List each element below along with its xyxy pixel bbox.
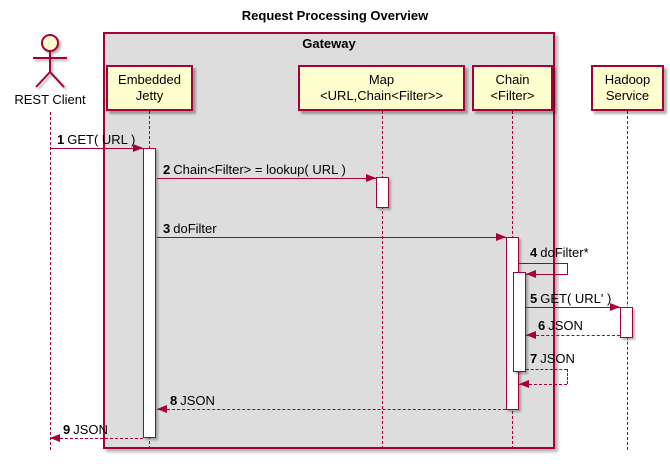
activation-map: [376, 177, 389, 208]
participant-chain: Chain <Filter>: [472, 65, 553, 111]
page-title: Request Processing Overview: [241, 8, 429, 23]
arrowhead-right-icon: [366, 174, 376, 182]
participant-label: Hadoop: [604, 72, 651, 87]
message-2-line: [157, 178, 376, 179]
arrowhead-left-icon: [50, 434, 60, 442]
lifeline-hadoop-service: [627, 111, 628, 450]
arrowhead-right-icon: [496, 233, 506, 241]
participant-label: <URL,Chain<Filter>>: [320, 88, 443, 103]
message-1-line: [50, 148, 143, 149]
message-5-line: [526, 307, 620, 308]
message-4-line-out: [519, 263, 567, 264]
lifeline-rest-client: [50, 112, 51, 450]
activation-chain-nested: [513, 272, 526, 372]
message-3-line: [157, 237, 506, 238]
participant-map: Map <URL,Chain<Filter>>: [298, 65, 465, 111]
arrowhead-right-icon: [133, 144, 143, 152]
message-9-line: [50, 438, 143, 439]
gateway-group-label: Gateway: [302, 36, 356, 51]
participant-label: Service: [605, 88, 650, 103]
participant-hadoop-service: Hadoop Service: [591, 65, 664, 111]
lifeline-map: [382, 111, 383, 449]
message-4-line-vertical: [567, 263, 568, 274]
activation-embedded-jetty: [143, 148, 156, 438]
actor-icon: [33, 34, 67, 88]
participant-label: Chain: [495, 72, 530, 87]
arrowhead-left-icon: [526, 270, 536, 278]
message-8-line: [157, 409, 506, 410]
actor-rest-client-label: REST Client: [14, 92, 86, 107]
participant-embedded-jetty: Embedded Jetty: [106, 65, 193, 111]
arrowhead-left-icon: [526, 331, 536, 339]
arrowhead-left-icon: [157, 405, 167, 413]
message-6-line: [526, 335, 620, 336]
participant-label: Embedded: [118, 72, 181, 87]
participant-label: Map: [368, 72, 395, 87]
message-7-line-out: [526, 369, 567, 370]
arrowhead-right-icon: [610, 303, 620, 311]
activation-hadoop-service: [620, 307, 633, 338]
message-7-line-vertical: [567, 369, 568, 384]
participant-label: <Filter>: [490, 88, 535, 103]
arrowhead-left-icon: [519, 380, 529, 388]
participant-label: Jetty: [135, 88, 164, 103]
message-4-line-return: [526, 274, 568, 275]
message-7-line-return: [519, 384, 567, 385]
